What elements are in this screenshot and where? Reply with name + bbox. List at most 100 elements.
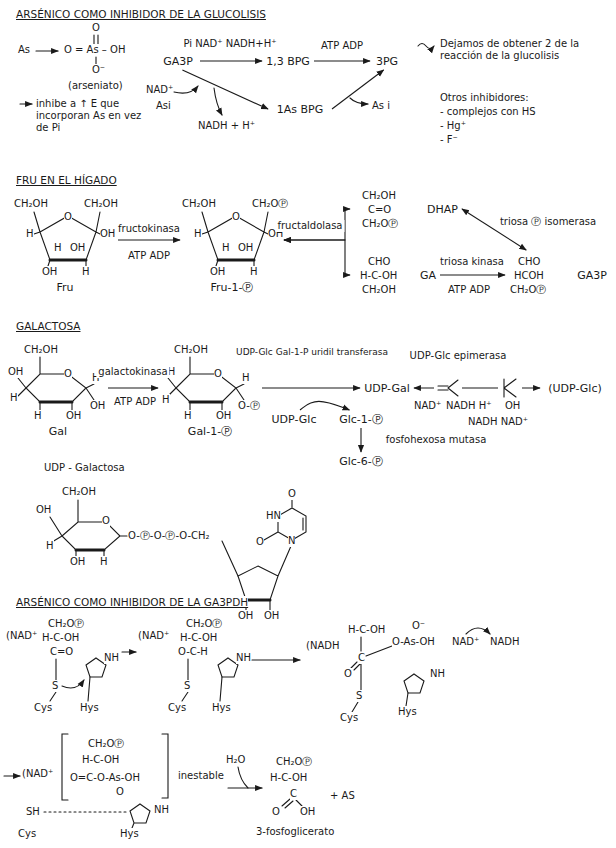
- reaction-arrow: [108, 387, 158, 388]
- compound-name: 3PG: [376, 55, 398, 68]
- atom-label: OH: [42, 266, 57, 278]
- reaction-arrow: [200, 60, 262, 61]
- atom-label: CH₂OH: [14, 198, 48, 210]
- atom-label: C=O: [50, 646, 73, 658]
- cofactor-label: NADH H⁺: [446, 400, 492, 412]
- reaction-arrow: [262, 387, 360, 388]
- enzyme-label: ATP ADP: [319, 40, 365, 52]
- reaction-arrow: [314, 60, 370, 61]
- atom-label: CH₂OH: [62, 486, 96, 498]
- cofactor-label: (NAD⁺: [6, 630, 37, 642]
- reaction-arrow: [360, 428, 361, 452]
- atom-label: O = As – OH: [64, 44, 125, 56]
- arrow: [122, 651, 136, 652]
- atom-label: CHO: [368, 256, 390, 268]
- note-text: inestable: [178, 770, 224, 782]
- furanose-ring: [202, 212, 268, 266]
- atom-label: OH: [238, 610, 253, 622]
- atom-label: O=C-O-As-OH: [70, 772, 140, 784]
- compound-name: Gal-1-Ⓟ: [188, 425, 232, 438]
- compound-name: GA3P: [163, 55, 193, 68]
- note-text: - F⁻: [440, 134, 458, 146]
- atom-label: H: [250, 266, 258, 278]
- atom-label: Hys: [80, 702, 99, 714]
- atom-label: OH: [66, 410, 81, 422]
- atom-label: O: [102, 515, 110, 527]
- note-text: inhibe a ↑ E que incorporan As en vez de…: [36, 98, 154, 134]
- ground-patch: [498, 377, 522, 398]
- sugar-fragment: [504, 379, 516, 397]
- atom-label: CH₂OⓅ: [362, 218, 398, 230]
- compound-name: 1As BPG: [277, 103, 323, 116]
- atom-label: As: [18, 44, 30, 56]
- cofactor-label: NADH NAD⁺: [468, 416, 528, 428]
- compound-name: GA: [420, 269, 436, 282]
- furanose-ring: [34, 212, 100, 266]
- atom-label: CH₂OⓅ: [88, 738, 124, 750]
- ring-edge: [246, 599, 270, 602]
- atom-label: C: [358, 652, 365, 664]
- cofactor-label: Asi: [156, 100, 171, 112]
- compound-name: Fru: [56, 281, 73, 294]
- compound-node: 1As BPG: [268, 100, 332, 118]
- atom-label: O: [288, 488, 296, 500]
- atom-label: H-C-OH: [82, 754, 119, 766]
- atom-label: H-C-OH: [360, 270, 397, 282]
- enzyme-label: triosa kinasa: [438, 256, 506, 268]
- atom-label: OH: [505, 400, 520, 412]
- atom-label: O⁻: [412, 620, 425, 632]
- pyranose-ring: [50, 500, 127, 556]
- atom-label: CH₂OH: [84, 198, 118, 210]
- atom-label: C: [290, 788, 297, 800]
- enzyme-label: Pi NAD⁺ NADH+H⁺: [182, 38, 279, 50]
- compound-node: GA3P: [505, 250, 611, 300]
- enzyme-label: galactokinasa: [96, 366, 169, 378]
- atom-label: O: [272, 806, 280, 818]
- compound-name: UDP-Glc: [272, 413, 317, 426]
- compound-name: (UDP-Glc): [548, 382, 602, 395]
- cofactor-arc: [214, 88, 222, 115]
- atom-label: OH: [36, 504, 51, 516]
- atom-label: H: [184, 410, 192, 422]
- atom-label: H: [194, 228, 202, 240]
- atom-label: NH: [430, 668, 445, 680]
- section-heading: ARSÉNICO COMO INHIBIDOR DE LA GA3PDH: [16, 596, 248, 608]
- bond: [351, 637, 408, 712]
- section-heading: FRU EN EL HÍGADO: [16, 174, 117, 186]
- atom-label: OH: [8, 366, 23, 378]
- atom-label: H: [34, 410, 42, 422]
- cofactor-label: ATP ADP: [448, 284, 490, 296]
- atom-label: O: [64, 368, 72, 380]
- reaction-arrow: [440, 274, 505, 275]
- cofactor-label: NAD⁺: [452, 636, 479, 648]
- imidazole-ring: [404, 674, 424, 693]
- atom-label: CH₂OⓅ: [48, 618, 84, 630]
- water-arc: [238, 767, 248, 788]
- atom-label: CH₂OⓅ: [510, 284, 546, 296]
- atom-label: + AS: [330, 790, 355, 802]
- atom-label: O-Ⓟ-O-Ⓟ-O-CH₂: [128, 530, 210, 542]
- cofactor-arc: [466, 628, 490, 634]
- atom-label: OH: [70, 556, 85, 568]
- atom-label: OH: [210, 266, 225, 278]
- cofactor-label: H₂O: [226, 754, 245, 766]
- atom-label: HCOH: [514, 270, 544, 282]
- atom-label: H: [242, 372, 250, 384]
- imidazole-ring: [86, 658, 106, 677]
- atom-label: O: [92, 22, 100, 34]
- cofactor-label: NAD⁺: [414, 400, 441, 412]
- compound-node: (UDP-Glc): [540, 379, 610, 397]
- atom-label: CH₂OⓅ: [186, 618, 222, 630]
- compound-node: Glc-6-Ⓟ: [332, 452, 390, 470]
- atom-label: Cys: [340, 712, 358, 724]
- atom-label: H-C-OH: [42, 632, 79, 644]
- atom-label: O: [214, 368, 222, 380]
- atom-label: O: [256, 536, 264, 548]
- compound-name: Gal: [49, 425, 67, 438]
- atom-label: OH: [216, 410, 231, 422]
- arrow: [4, 775, 20, 776]
- compound-node: GA: [350, 252, 440, 298]
- compound-name: GA3P: [577, 269, 607, 282]
- atom-label: O: [344, 668, 352, 680]
